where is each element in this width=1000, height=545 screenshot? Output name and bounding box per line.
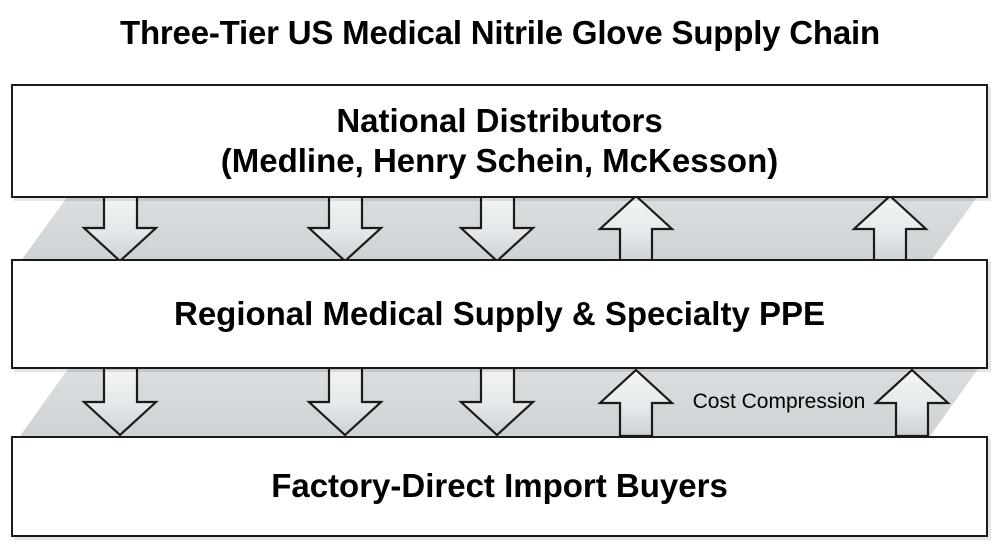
page-title: Three-Tier US Medical Nitrile Glove Supp…	[120, 14, 880, 51]
band-1-down-arrow-3[interactable]	[458, 193, 536, 263]
tier-2-line-1: Regional Medical Supply & Specialty PPE	[173, 294, 825, 332]
band-2-down-arrow-1[interactable]	[81, 366, 159, 437]
tier-box-factory-direct-import-buyers[interactable]: Factory-Direct Import Buyers	[11, 436, 988, 537]
tier-1-line-2: (Medline, Henry Schein, McKesson)	[220, 142, 779, 179]
tier-1-line-1: National Distributors	[336, 101, 663, 139]
band-1-down-arrow-2[interactable]	[306, 193, 384, 263]
band-2-down-arrow-3[interactable]	[458, 366, 536, 437]
flow-band-1	[20, 193, 978, 264]
band-2-down-arrow-2[interactable]	[306, 366, 384, 437]
band-1-down-arrow-1[interactable]	[81, 193, 159, 263]
tier-box-national-distributors[interactable]: National Distributors (Medline, Henry Sc…	[11, 84, 988, 198]
cost-compression-label: Cost Compression	[692, 390, 866, 413]
tier-3-line-1: Factory-Direct Import Buyers	[271, 467, 728, 505]
tier-box-regional-medical-supply[interactable]: Regional Medical Supply & Specialty PPE	[11, 259, 988, 369]
